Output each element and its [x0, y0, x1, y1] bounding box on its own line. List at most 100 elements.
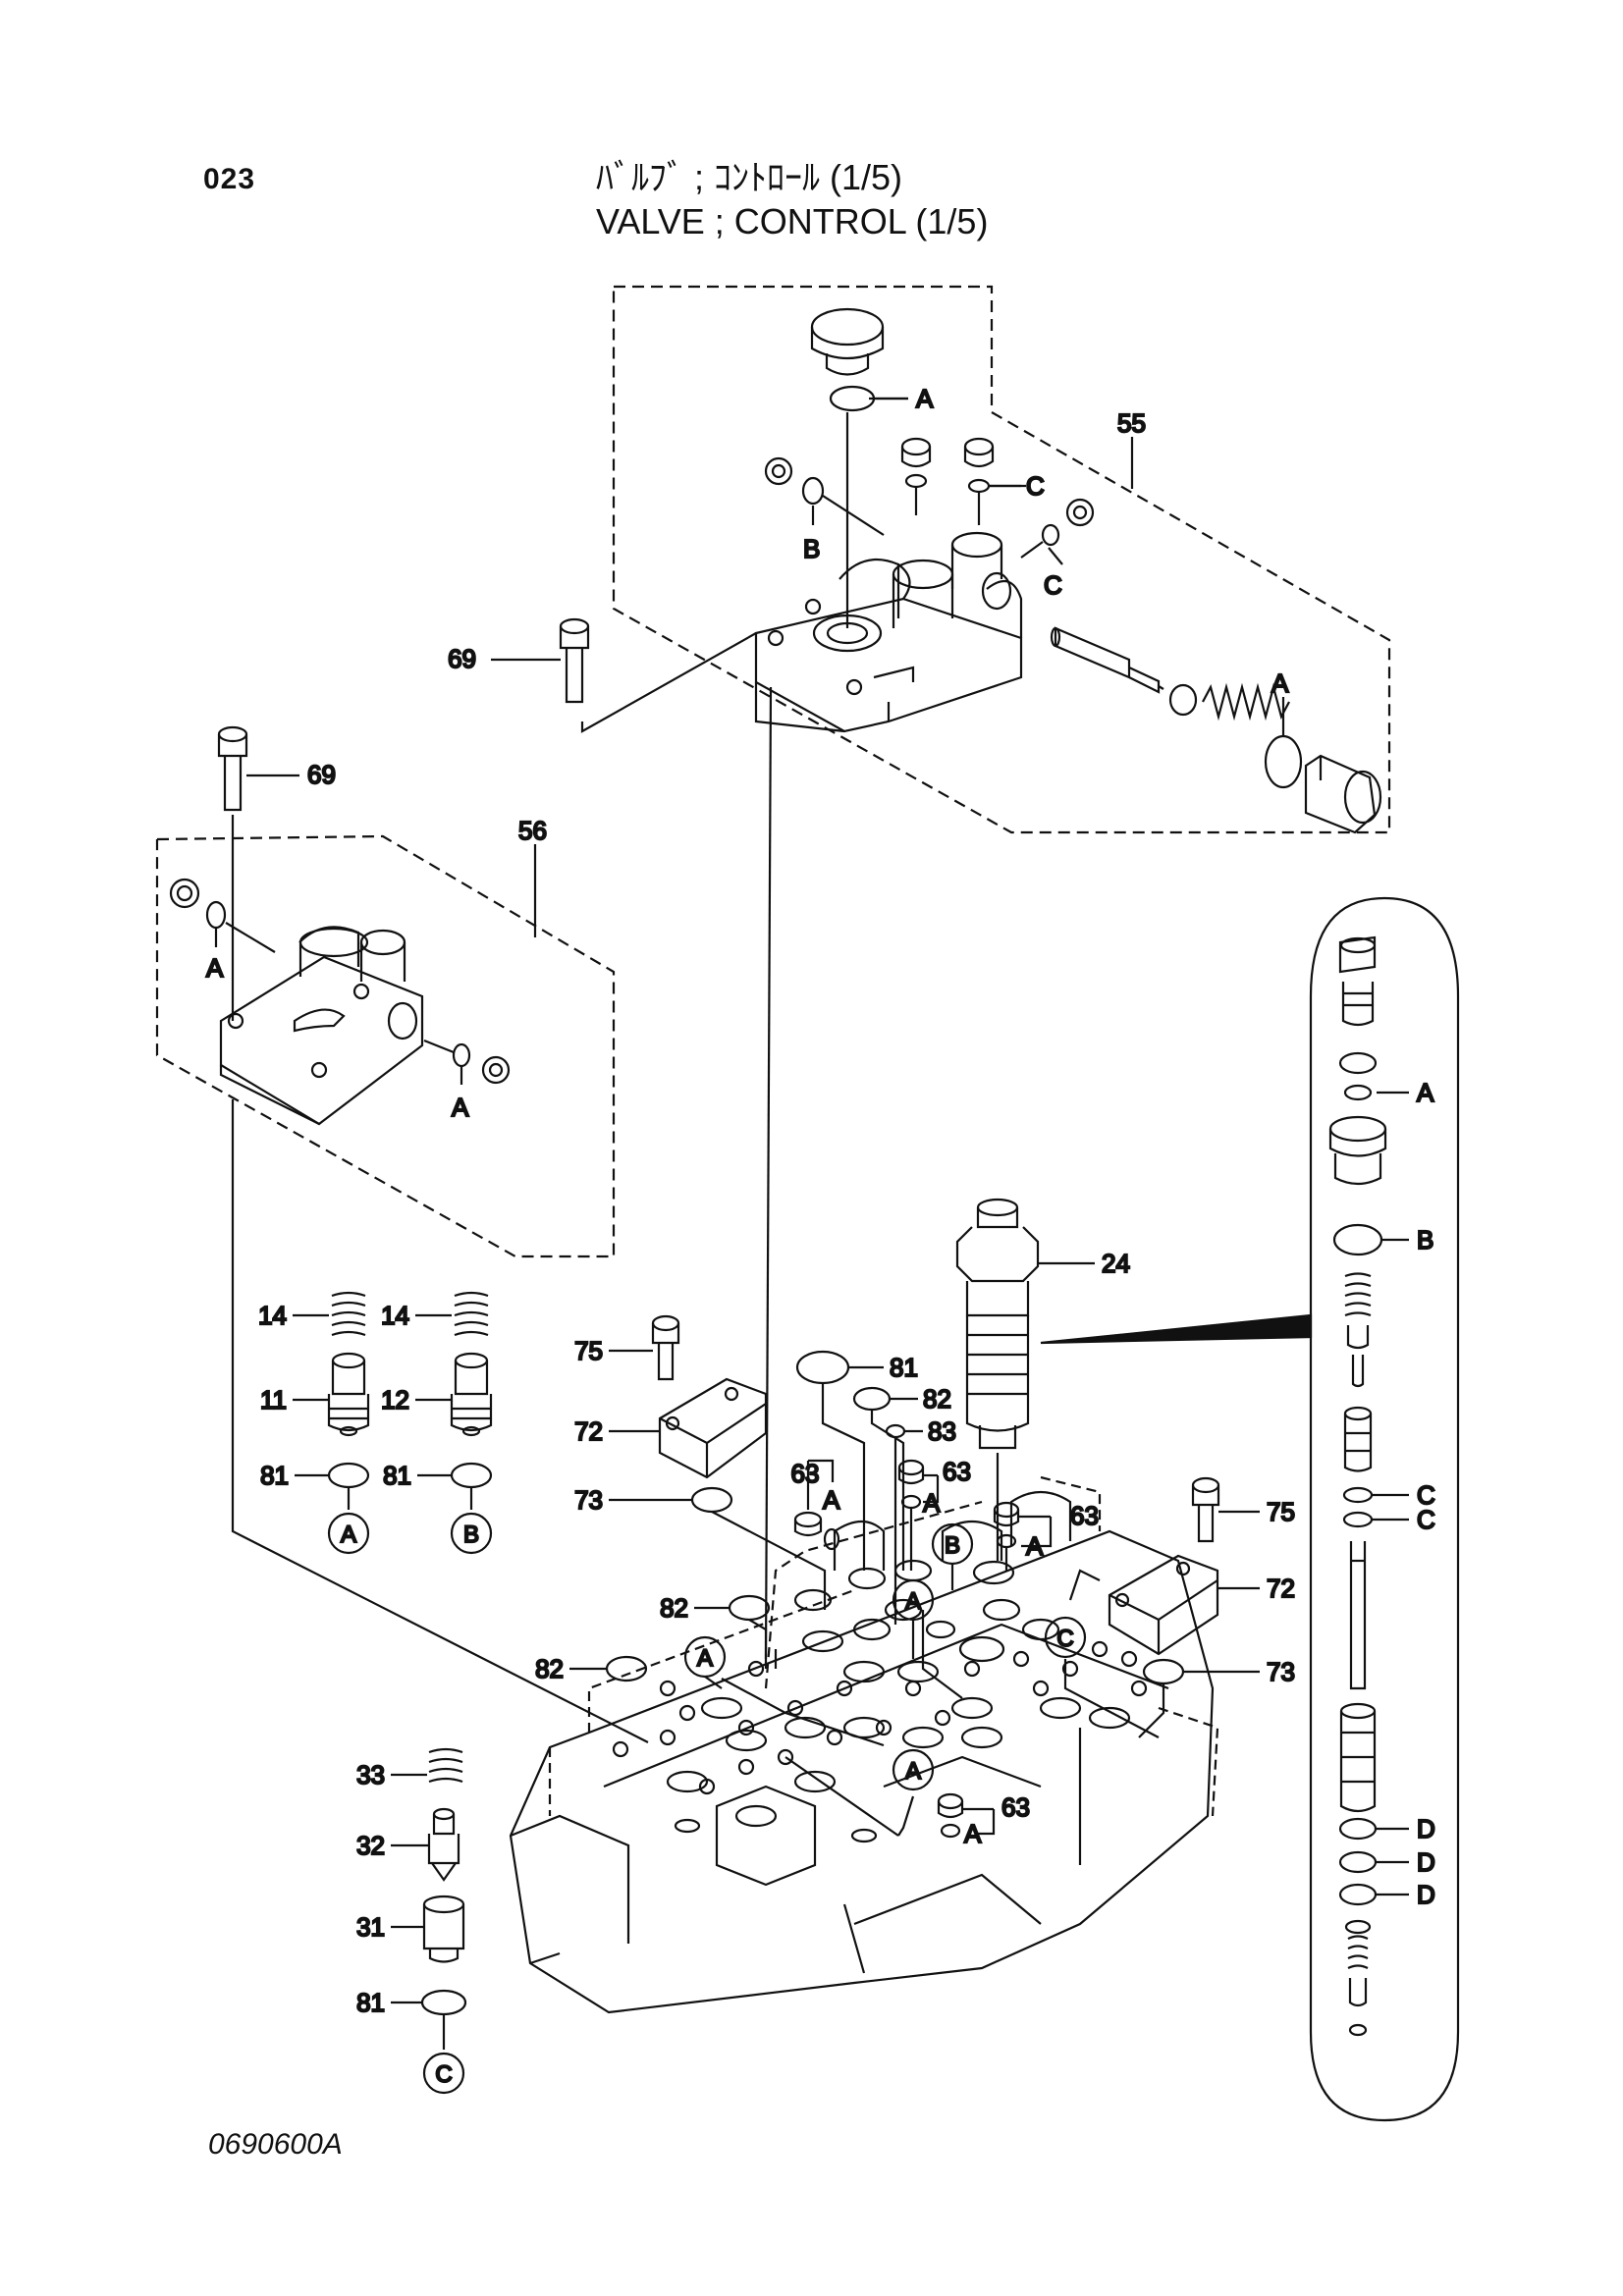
label-63-a: 63	[791, 1459, 820, 1488]
letter-b-cartridge: B	[1417, 1225, 1434, 1255]
letter-a-63-c: A	[1026, 1531, 1044, 1561]
valve-body-55	[754, 531, 1023, 733]
cartridge-callout-outline	[1309, 896, 1460, 2122]
valve-body-56	[219, 926, 424, 1126]
circled-a-3-text: A	[905, 1588, 921, 1615]
label-69-upper: 69	[448, 644, 476, 673]
circled-c-1-text: C	[1056, 1626, 1073, 1652]
piston-12	[450, 1352, 493, 1437]
label-63-b: 63	[943, 1457, 971, 1486]
bolt-75-left	[609, 1314, 680, 1381]
label-75-right: 75	[1267, 1497, 1295, 1526]
title-english: VALVE ; CONTROL (1/5)	[596, 201, 989, 241]
plug-63-b	[897, 1459, 940, 1571]
small-plug-55c	[764, 456, 885, 536]
label-73-right: 73	[1267, 1657, 1295, 1686]
label-83: 83	[928, 1416, 956, 1446]
label-14-left: 14	[258, 1301, 287, 1330]
label-63-d: 63	[1001, 1792, 1030, 1822]
leader-ca4-b	[784, 1756, 899, 1837]
plug-63-a	[793, 1459, 840, 1551]
washer-55	[1168, 683, 1198, 717]
letter-a-63-a: A	[823, 1485, 840, 1515]
label-73-left: 73	[574, 1485, 603, 1515]
spool-55	[1050, 626, 1164, 694]
letter-c-cartridge-1: C	[1417, 1480, 1435, 1510]
poppet-32	[391, 1807, 460, 1882]
label-32: 32	[356, 1831, 385, 1860]
label-33: 33	[356, 1760, 385, 1789]
label-81-b: 81	[383, 1461, 411, 1490]
circled-b-1-text: B	[463, 1522, 479, 1548]
group-55-outline	[612, 285, 1391, 834]
leader-c2	[921, 1610, 963, 1699]
label-24: 24	[1102, 1249, 1130, 1278]
label-12: 12	[381, 1385, 409, 1415]
label-82-left: 82	[535, 1654, 564, 1683]
circled-c-2-text: C	[435, 2061, 452, 2088]
o-ring-81-top	[795, 1350, 850, 1385]
letter-b-55: B	[803, 534, 820, 563]
label-82-top: 82	[923, 1384, 951, 1414]
label-75-left: 75	[574, 1336, 603, 1365]
spring-14-left	[331, 1291, 366, 1337]
o-ring-73-left	[690, 1486, 733, 1514]
label-11: 11	[260, 1385, 287, 1415]
plug-56-a	[169, 878, 276, 953]
letter-c-55-a: C	[1026, 471, 1045, 501]
sleeve-31	[391, 1895, 465, 1963]
label-72-right: 72	[1267, 1574, 1295, 1603]
label-31: 31	[356, 1912, 385, 1942]
plug-63-c	[993, 1501, 1053, 1571]
circled-a-2-text: A	[697, 1645, 713, 1672]
label-81-a: 81	[260, 1461, 289, 1490]
letter-d-cartridge-3: D	[1417, 1880, 1435, 1909]
circled-b-1	[450, 1512, 493, 1555]
plug-56-b	[423, 1039, 511, 1085]
leader-56-to-housing	[231, 1099, 649, 1743]
leader-cc1	[1063, 1659, 1160, 1738]
spring-55	[1202, 682, 1290, 721]
circled-a-1	[327, 1512, 370, 1555]
circled-a-4-text: A	[905, 1758, 921, 1785]
relief-valve-24	[955, 1198, 1095, 1561]
circled-c-2	[422, 2052, 465, 2095]
letter-d-cartridge-1: D	[1417, 1814, 1435, 1843]
letter-a-63-b: A	[923, 1488, 941, 1518]
label-81-c: 81	[356, 1988, 385, 2017]
o-ring-83	[885, 1423, 906, 1439]
o-ring-82-top	[852, 1386, 892, 1412]
label-72-left: 72	[574, 1416, 603, 1446]
label-81-top: 81	[890, 1353, 918, 1382]
circled-a-1-text: A	[341, 1522, 356, 1548]
label-14-right: 14	[381, 1301, 409, 1330]
leader-circled-a2	[704, 1676, 723, 1689]
callout-pointer-24	[1040, 1313, 1313, 1345]
piston-11	[327, 1352, 370, 1437]
title-japanese: ﾊﾞﾙﾌﾞ ; ｺﾝﾄﾛｰﾙ (1/5)	[596, 157, 903, 197]
bolt-75-right	[1191, 1476, 1260, 1543]
leader-73-left-down	[711, 1511, 827, 1610]
o-ring-81-a	[327, 1462, 370, 1489]
bolt-69-left	[217, 725, 299, 1021]
small-plug-55a	[900, 437, 932, 515]
plug-63-d	[937, 1792, 996, 1839]
letter-c-cartridge-2: C	[1417, 1505, 1435, 1534]
letter-a-56-a: A	[206, 953, 224, 983]
letter-a-63-d: A	[964, 1819, 982, 1848]
spring-33	[428, 1747, 463, 1784]
bolt-69-upper	[491, 617, 757, 733]
letter-a-55-top: A	[916, 384, 934, 413]
cover-72-right	[1108, 1554, 1260, 1656]
label-69-left: 69	[307, 760, 336, 789]
plug-55-top	[810, 307, 908, 412]
spring-14-right	[454, 1291, 489, 1337]
o-ring-81-b	[450, 1462, 493, 1489]
leader-55-to-housing	[764, 686, 773, 1660]
circled-a-4	[892, 1748, 935, 1791]
leader-81-top-down	[821, 1384, 866, 1571]
cover-72-left	[609, 1377, 768, 1479]
small-plug-55b	[963, 437, 1026, 525]
letter-a-55-right: A	[1271, 668, 1289, 698]
